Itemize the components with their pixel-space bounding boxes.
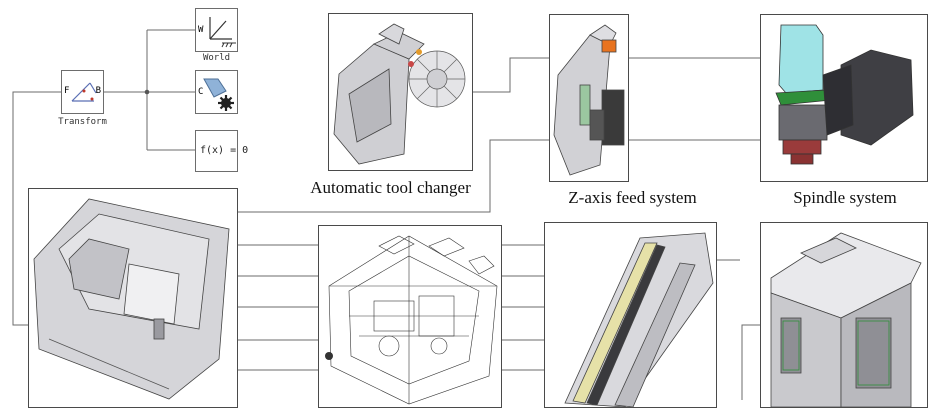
tool-changer-caption: Automatic tool changer xyxy=(310,178,471,197)
solver-port: C xyxy=(198,87,204,97)
solver-configuration-block[interactable]: C xyxy=(195,70,238,114)
transform-port-out: B xyxy=(95,86,101,96)
transform-port-in: F xyxy=(64,86,70,96)
wireframe-assembly-drawing xyxy=(325,235,498,405)
transform-icon xyxy=(71,82,97,102)
wireframe-assembly-image xyxy=(318,225,502,408)
world-port: W xyxy=(198,25,204,35)
z-axis-image xyxy=(549,14,629,182)
equation-block[interactable]: f(x) = 0 xyxy=(195,130,248,172)
tool-changer-drawing xyxy=(333,23,466,165)
solver-gear-icon xyxy=(203,78,234,111)
tool-changer-image xyxy=(328,13,473,171)
machine-enclosure-image xyxy=(760,222,928,408)
transform-label: Transform xyxy=(58,117,107,127)
machine-base-image xyxy=(28,188,238,408)
z-axis-drawing xyxy=(553,24,625,176)
machine-enclosure-drawing xyxy=(770,232,922,408)
transform-block[interactable]: F B xyxy=(61,70,104,114)
connection-lines xyxy=(12,29,760,400)
z-axis-caption: Z-axis feed system xyxy=(568,188,697,207)
world-label: World xyxy=(202,53,231,63)
world-frame-icon xyxy=(209,17,236,48)
world-frame-block[interactable]: W xyxy=(195,8,238,52)
guide-rail-drawing xyxy=(564,232,714,408)
spindle-drawing xyxy=(775,24,914,165)
spindle-image xyxy=(760,14,928,182)
spindle-caption: Spindle system xyxy=(793,188,897,207)
equation-text: f(x) = 0 xyxy=(200,145,249,156)
guide-rail-image xyxy=(544,222,717,408)
machine-base-drawing xyxy=(33,198,230,400)
